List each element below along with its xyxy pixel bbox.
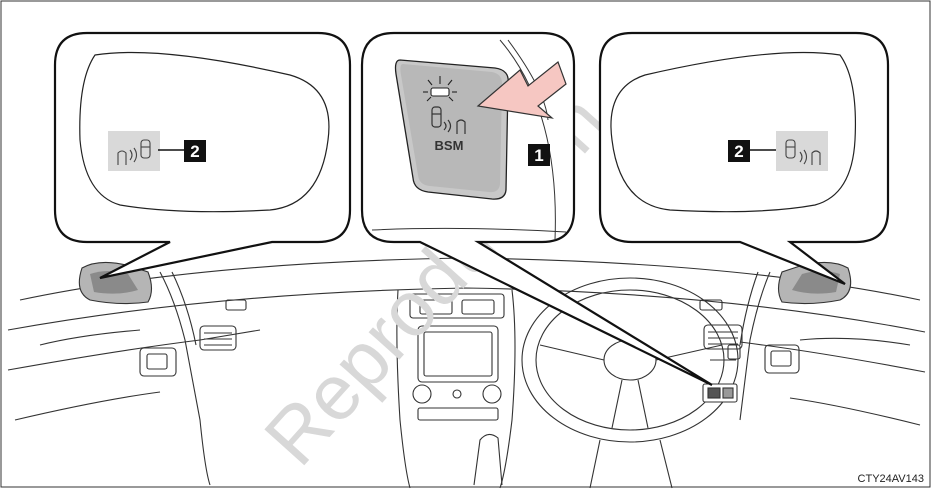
figure-code: CTY24AV143 xyxy=(858,473,924,485)
callout-number-right: 2 xyxy=(734,142,743,161)
left-bsm-indicator xyxy=(108,131,160,171)
callout-number-center: 1 xyxy=(534,146,543,165)
callout-number-left: 2 xyxy=(190,142,199,161)
left-mirror-callout: 2 xyxy=(55,33,350,278)
bsm-button-label: BSM xyxy=(435,138,464,153)
